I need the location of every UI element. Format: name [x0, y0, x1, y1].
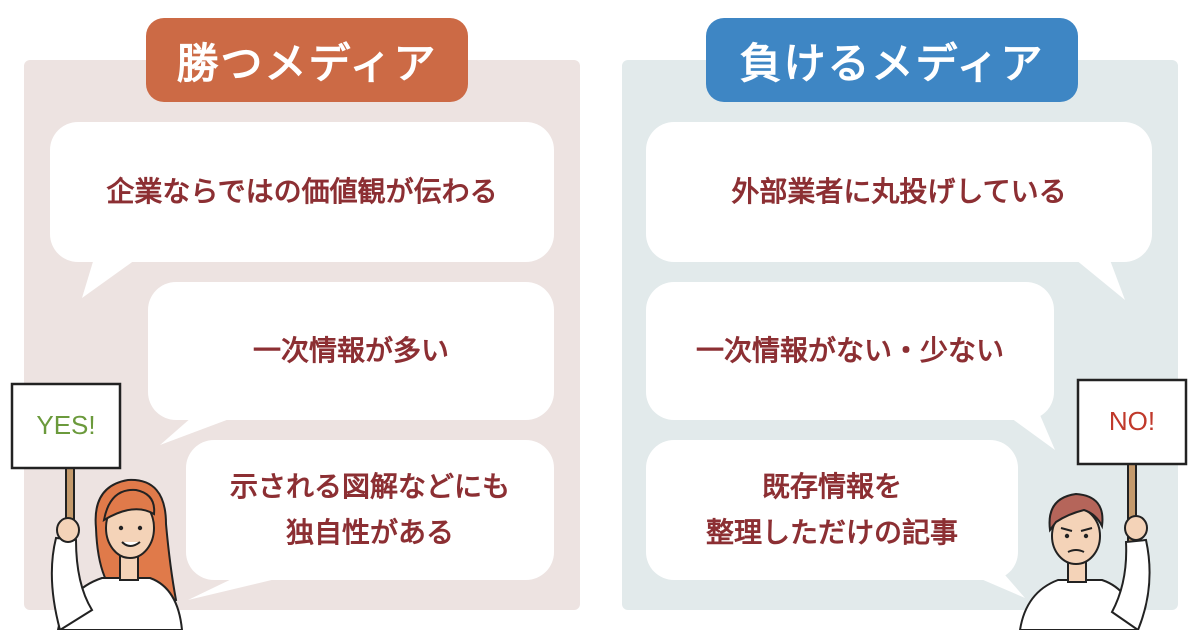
woman-holding-sign-icon: YES! — [10, 382, 184, 630]
winning-media-title: 勝つメディア — [146, 18, 468, 102]
losing-point-outsourced: 外部業者に丸投げしている — [731, 175, 1067, 208]
winning-point-originality-bubble: 示される図解などにも 独自性がある — [186, 440, 554, 580]
losing-point-curated-line1: 既存情報を — [761, 470, 902, 503]
winning-point-values-bubble: 企業ならではの価値観が伝わる — [50, 122, 554, 262]
losing-point-curated-bubble: 既存情報を 整理しただけの記事 — [646, 440, 1018, 580]
winning-point-primary-info: 一次情報が多い — [252, 334, 449, 367]
winning-point-values: 企業ならではの価値観が伝わる — [106, 175, 498, 208]
yes-sign-text: YES! — [36, 410, 95, 440]
no-sign-text: NO! — [1109, 406, 1155, 436]
winning-point-primary-info-bubble: 一次情報が多い — [148, 282, 554, 420]
losing-point-no-primary-info: 一次情報がない・少ない — [695, 334, 1004, 367]
man-holding-sign-icon: NO! — [1018, 378, 1188, 630]
winning-point-originality-line2: 独自性がある — [285, 516, 454, 549]
losing-point-no-primary-info-bubble: 一次情報がない・少ない — [646, 282, 1054, 420]
losing-point-outsourced-bubble: 外部業者に丸投げしている — [646, 122, 1152, 262]
losing-media-title: 負けるメディア — [706, 18, 1078, 102]
winning-point-originality-line1: 示される図解などにも — [229, 470, 510, 503]
losing-point-curated-line2: 整理しただけの記事 — [705, 516, 958, 549]
